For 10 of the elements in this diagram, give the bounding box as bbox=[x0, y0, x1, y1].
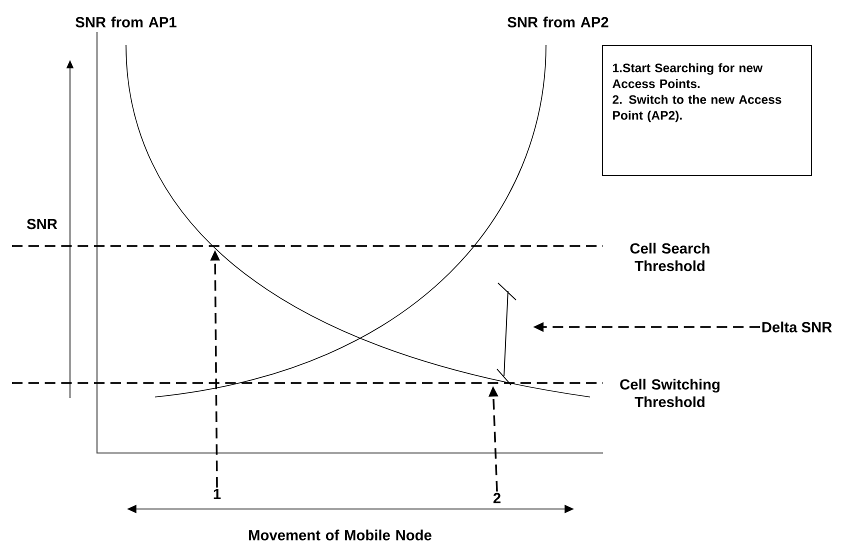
callout-label: Delta SNR bbox=[762, 322, 832, 332]
threshold-label: Cell Search Threshold bbox=[630, 242, 710, 272]
threshold-label: Cell Switching Threshold bbox=[620, 378, 720, 408]
curve-label: SNR from AP2 bbox=[508, 16, 608, 28]
curve-label: SNR from AP1 bbox=[76, 16, 176, 28]
callout-number: 2 bbox=[493, 492, 500, 504]
axis-label: Movement of Mobile Node bbox=[249, 530, 432, 540]
note-box: 1.Start Searching for new Access Points. 2. Switch to the new Access Point (AP2). bbox=[602, 45, 812, 176]
callout-number: 1 bbox=[214, 488, 221, 500]
axis-label: SNR bbox=[26, 218, 58, 230]
